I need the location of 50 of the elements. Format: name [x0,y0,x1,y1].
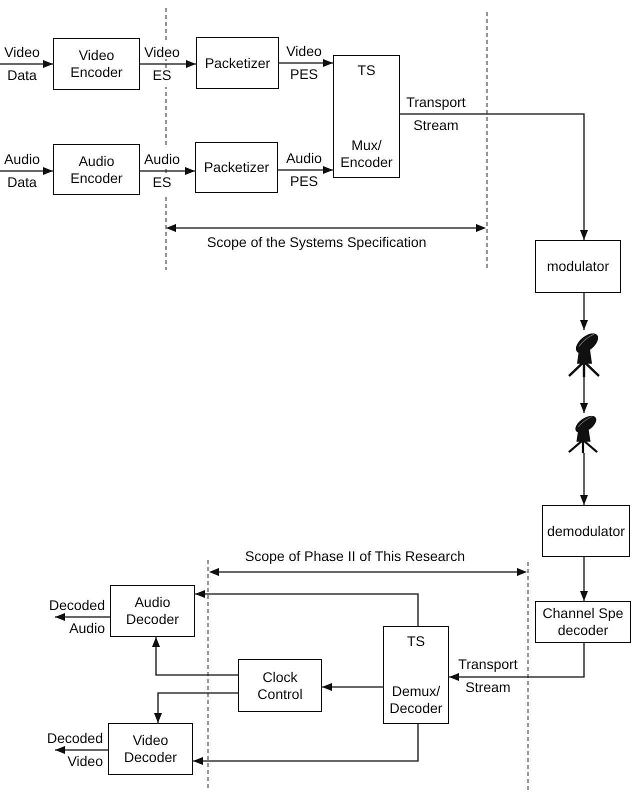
scope-label: Scope of the Systems Specification [207,234,426,251]
process-box [535,601,631,643]
scope-label: Scope of Phase II of This Research [245,548,465,565]
arrow [152,637,238,676]
arrow [580,293,588,330]
node-label: TS [356,62,376,79]
node-label: TS [406,633,426,650]
arrow [449,643,585,681]
arrow [580,453,588,505]
node-label: Channel Spe decoder [542,605,624,639]
arrow [278,166,333,174]
node-label: Packetizer [204,54,270,72]
node-label: modulator [546,258,610,275]
process-box [542,505,630,557]
node-label: Clock Control [256,668,304,702]
arrow [195,590,419,626]
process-box [333,55,400,178]
edge-label: Audio ES [144,148,180,194]
arrow [580,377,588,413]
process-box [238,659,322,712]
node-label: Packetizer [204,159,270,176]
arrow [0,167,53,175]
node-label: Video Decoder [123,732,178,766]
process-box [195,142,278,193]
process-box [110,585,195,637]
node-label: Demux/ Decoder [388,683,444,717]
arrow [400,113,588,240]
process-box [53,144,140,195]
arrow [55,613,110,621]
arrow [193,724,419,765]
process-box [196,37,279,89]
arrow [580,557,588,601]
edge-label: Video ES [144,41,180,87]
arrow [55,746,108,754]
satellite-dish-icon [567,413,599,453]
process-box [383,626,449,724]
arrow [154,692,238,723]
node-label: demodulator [547,522,625,540]
process-box [535,240,621,293]
node-label: Audio Decoder [125,594,180,628]
process-box [108,723,193,775]
node-label: Audio Encoder [69,152,124,186]
arrow [140,60,196,68]
arrow [140,167,195,175]
arrow [322,683,383,691]
node-label: Video Encoder [69,47,124,81]
node-label: Mux/ Encoder [339,137,394,171]
arrow [279,59,333,67]
process-box [53,38,140,90]
arrow [0,60,53,68]
